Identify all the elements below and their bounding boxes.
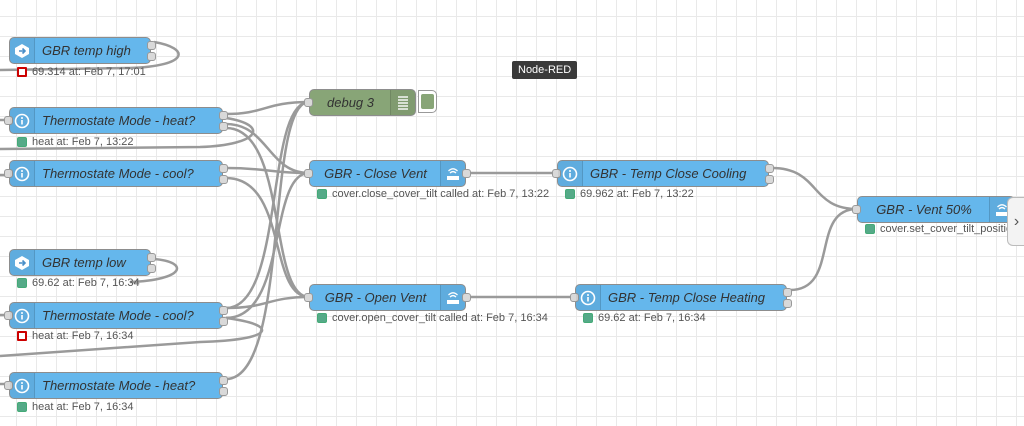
status-text: cover.open_cover_tilt called at: Feb 7, … <box>332 312 548 324</box>
status-indicator <box>317 189 327 199</box>
node-status: 69.62 at: Feb 7, 16:34 <box>583 312 706 324</box>
node-label: GBR - Vent 50% <box>876 202 972 217</box>
info-icon <box>10 373 35 398</box>
status-indicator <box>17 331 27 341</box>
input-port[interactable] <box>4 381 13 390</box>
status-indicator <box>17 402 27 412</box>
info-icon <box>10 108 35 133</box>
node-label: Thermostate Mode - cool? <box>42 308 194 323</box>
status-text: cover.set_cover_tilt_position <box>880 223 1019 235</box>
node-label: Thermostate Mode - heat? <box>42 378 196 393</box>
node-label: GBR temp low <box>42 255 126 270</box>
output-port[interactable] <box>765 175 774 184</box>
info-icon <box>576 285 601 310</box>
output-port[interactable] <box>462 293 471 302</box>
status-indicator <box>317 313 327 323</box>
node-label: Thermostate Mode - cool? <box>42 166 194 181</box>
status-text: heat at: Feb 7, 16:34 <box>32 330 134 342</box>
info-icon <box>10 161 35 186</box>
node-label: GBR - Temp Close Heating <box>608 290 766 305</box>
node-status: 69.314 at: Feb 7, 17:01 <box>17 66 146 78</box>
status-indicator <box>17 67 27 77</box>
input-port[interactable] <box>4 169 13 178</box>
input-port[interactable] <box>852 205 861 214</box>
node-thermostate-heat-1[interactable]: Thermostate Mode - heat? <box>4 107 228 134</box>
node-status: cover.set_cover_tilt_position <box>865 223 1018 235</box>
chevron-right-icon: › <box>1013 212 1020 230</box>
node-gbr-temp-low[interactable]: GBR temp low <box>9 249 156 276</box>
input-port[interactable] <box>304 293 313 302</box>
input-port[interactable] <box>4 116 13 125</box>
output-port[interactable] <box>783 288 792 297</box>
status-text: heat at: Feb 7, 16:34 <box>32 401 134 413</box>
input-port[interactable] <box>304 169 313 178</box>
router-icon <box>440 161 465 186</box>
output-port[interactable] <box>219 111 228 120</box>
node-red-tooltip: Node-RED <box>512 61 578 79</box>
status-indicator <box>583 313 593 323</box>
list-icon <box>390 90 415 115</box>
node-status: cover.open_cover_tilt called at: Feb 7, … <box>317 312 548 324</box>
node-thermostate-cool-1[interactable]: Thermostate Mode - cool? <box>4 160 228 187</box>
status-indicator <box>565 189 575 199</box>
info-icon <box>558 161 583 186</box>
node-status: cover.close_cover_tilt called at: Feb 7,… <box>317 188 549 200</box>
output-port[interactable] <box>219 164 228 173</box>
node-gbr-temp-high[interactable]: GBR temp high <box>9 37 156 64</box>
node-label: GBR - Close Vent <box>324 166 427 181</box>
output-port[interactable] <box>147 41 156 50</box>
router-icon <box>440 285 465 310</box>
status-text: 69.314 at: Feb 7, 17:01 <box>32 66 146 78</box>
output-port[interactable] <box>462 169 471 178</box>
output-port[interactable] <box>219 317 228 326</box>
status-text: cover.close_cover_tilt called at: Feb 7,… <box>332 188 550 200</box>
status-text: 69.62 at: Feb 7, 16:34 <box>32 277 140 289</box>
output-port[interactable] <box>783 299 792 308</box>
node-label: GBR - Temp Close Cooling <box>590 166 747 181</box>
node-temp-close-cooling[interactable]: GBR - Temp Close Cooling <box>552 160 774 187</box>
status-indicator <box>17 278 27 288</box>
info-icon <box>10 303 35 328</box>
output-port[interactable] <box>219 306 228 315</box>
output-port[interactable] <box>765 164 774 173</box>
input-port[interactable] <box>570 293 579 302</box>
node-gbr-vent-50[interactable]: GBR - Vent 50% <box>852 196 1015 223</box>
node-gbr-open-vent[interactable]: GBR - Open Vent <box>304 284 471 311</box>
arrow-right-icon <box>10 250 35 275</box>
input-port[interactable] <box>552 169 561 178</box>
status-indicator <box>17 137 27 147</box>
output-port[interactable] <box>219 376 228 385</box>
debug-toggle-button[interactable] <box>418 90 437 113</box>
input-port[interactable] <box>304 98 313 107</box>
node-status: 69.962 at: Feb 7, 13:22 <box>565 188 694 200</box>
sidebar-toggle-button[interactable]: › <box>1007 197 1024 246</box>
output-port[interactable] <box>147 52 156 61</box>
output-port[interactable] <box>219 387 228 396</box>
node-label: debug 3 <box>327 95 374 110</box>
node-label: GBR - Open Vent <box>324 290 427 305</box>
node-thermostate-heat-2[interactable]: Thermostate Mode - heat? <box>4 372 228 399</box>
node-status: heat at: Feb 7, 16:34 <box>17 330 134 342</box>
node-gbr-close-vent[interactable]: GBR - Close Vent <box>304 160 471 187</box>
output-port[interactable] <box>219 175 228 184</box>
status-text: heat at: Feb 7, 13:22 <box>32 136 134 148</box>
status-text: 69.962 at: Feb 7, 13:22 <box>580 188 694 200</box>
node-debug-3[interactable]: debug 3 <box>304 89 416 116</box>
node-thermostate-cool-2[interactable]: Thermostate Mode - cool? <box>4 302 228 329</box>
node-status: heat at: Feb 7, 16:34 <box>17 401 134 413</box>
node-label: Thermostate Mode - heat? <box>42 113 196 128</box>
node-temp-close-heating[interactable]: GBR - Temp Close Heating <box>570 284 792 311</box>
arrow-right-icon <box>10 38 35 63</box>
status-text: 69.62 at: Feb 7, 16:34 <box>598 312 706 324</box>
output-port[interactable] <box>219 122 228 131</box>
node-status: 69.62 at: Feb 7, 16:34 <box>17 277 140 289</box>
status-indicator <box>865 224 875 234</box>
node-label: GBR temp high <box>42 43 131 58</box>
input-port[interactable] <box>4 311 13 320</box>
output-port[interactable] <box>147 253 156 262</box>
node-status: heat at: Feb 7, 13:22 <box>17 136 134 148</box>
output-port[interactable] <box>147 264 156 273</box>
